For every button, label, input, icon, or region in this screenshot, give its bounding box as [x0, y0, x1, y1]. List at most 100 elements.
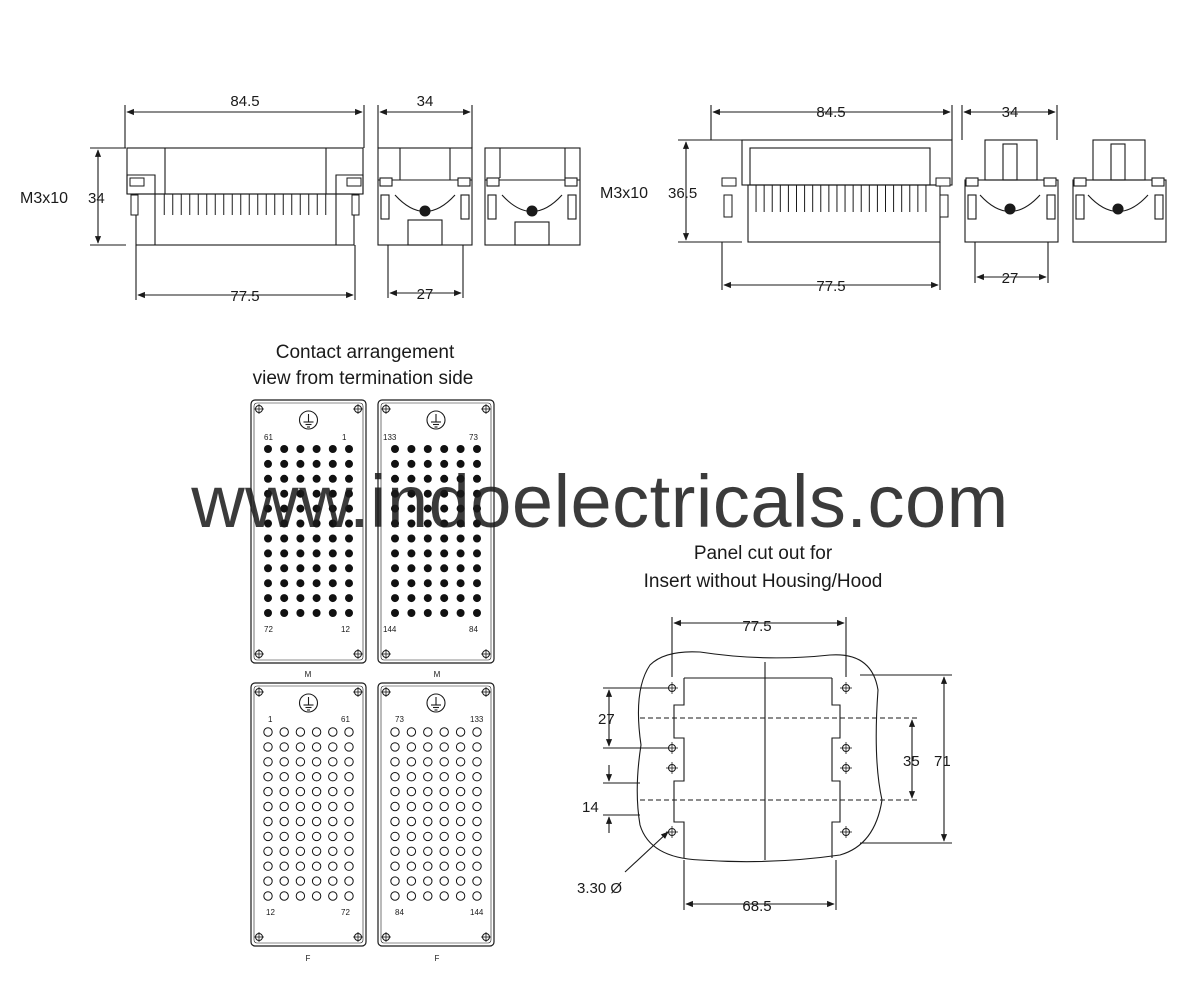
socket-contact — [263, 891, 273, 901]
pin-contact — [456, 564, 465, 573]
socket-contact — [472, 772, 482, 782]
pin-contact — [296, 579, 305, 588]
socket-contact — [279, 801, 289, 812]
earth-ground-icon — [298, 410, 319, 430]
pin-contact — [456, 534, 465, 543]
socket-contact — [263, 772, 273, 782]
pin-number: 61 — [341, 715, 350, 724]
pin-contact — [264, 459, 272, 468]
earth-ground-icon — [298, 693, 319, 713]
socket-contact — [472, 831, 482, 842]
pin-contact — [473, 549, 481, 558]
socket-contact — [295, 846, 306, 856]
socket-contact — [311, 891, 322, 901]
pin-contact — [407, 594, 416, 603]
socket-contact — [390, 801, 400, 812]
pin-contact — [328, 594, 337, 603]
socket-contact — [263, 786, 273, 797]
pin-contact — [440, 474, 449, 483]
pin-contact — [407, 504, 416, 513]
pin-contact — [345, 504, 353, 513]
pin-contact — [391, 474, 399, 483]
pin-contact — [440, 594, 449, 603]
socket-contact — [344, 772, 354, 782]
right-side-bottom-dim: 27 — [1002, 270, 1019, 287]
pin-contact — [264, 564, 272, 573]
pin-contact — [423, 474, 432, 483]
pin-contact — [440, 549, 449, 558]
pin-contact — [312, 474, 321, 483]
socket-contact — [439, 801, 449, 812]
right-screw-label: M3x10 — [600, 185, 648, 202]
left-side-top-dim: 34 — [417, 93, 434, 110]
socket-contact — [295, 772, 306, 782]
pin-contact — [296, 489, 305, 498]
socket-contact — [406, 861, 417, 871]
panel-cutout-drawing — [603, 617, 952, 910]
socket-contact — [295, 801, 306, 812]
pin-number: 144 — [383, 625, 397, 634]
pin-contact — [440, 445, 449, 453]
socket-contact — [279, 861, 289, 871]
pin-contact — [456, 549, 465, 558]
pin-contact — [345, 564, 353, 573]
socket-contact — [455, 876, 466, 886]
pin-contact — [296, 504, 305, 513]
socket-contact — [455, 786, 466, 797]
contact-title-line2: view from termination side — [253, 368, 474, 389]
left-side-view-1 — [377, 105, 473, 298]
pin-contact — [423, 459, 432, 468]
socket-contact — [439, 786, 449, 797]
pin-contact — [328, 534, 337, 543]
socket-contact — [423, 831, 433, 842]
pin-number: 133 — [383, 433, 397, 442]
male-label-left: M — [305, 670, 312, 679]
pin-contact — [440, 504, 449, 513]
pin-contact — [345, 609, 353, 617]
socket-contact — [344, 831, 354, 842]
pin-number: 1 — [268, 715, 273, 724]
pin-contact — [391, 609, 399, 617]
socket-contact — [472, 891, 482, 901]
socket-contact — [263, 876, 273, 886]
pin-contact — [473, 564, 481, 573]
socket-contact — [390, 786, 400, 797]
pin-contact — [456, 609, 465, 617]
female-insert-panel — [250, 682, 367, 947]
pin-contact — [407, 609, 416, 617]
pin-contact — [328, 549, 337, 558]
socket-contact — [328, 831, 338, 842]
pin-contact — [296, 519, 305, 528]
pin-contact — [296, 445, 305, 453]
pin-number: 12 — [266, 908, 275, 917]
socket-contact — [279, 846, 289, 856]
pin-contact — [264, 549, 272, 558]
pin-contact — [440, 564, 449, 573]
pin-contact — [345, 459, 353, 468]
socket-contact — [344, 786, 354, 797]
right-height-dim: 36.5 — [668, 185, 697, 202]
socket-contact — [295, 757, 306, 767]
socket-contact — [328, 786, 338, 797]
socket-contact — [328, 727, 338, 737]
socket-contact — [279, 786, 289, 797]
socket-contact — [439, 861, 449, 871]
earth-ground-icon — [426, 410, 446, 430]
socket-contact — [439, 876, 449, 886]
pin-contact — [328, 445, 337, 453]
socket-contact — [390, 742, 400, 752]
pin-contact — [345, 519, 353, 528]
pin-contact — [296, 459, 305, 468]
pin-contact — [391, 489, 399, 498]
socket-contact — [423, 816, 433, 827]
socket-contact — [390, 727, 400, 737]
socket-contact — [311, 772, 322, 782]
socket-contact — [439, 727, 449, 737]
socket-contact — [455, 772, 466, 782]
socket-contact — [279, 727, 289, 737]
pin-contact — [423, 609, 432, 617]
socket-contact — [390, 757, 400, 767]
pin-contact — [456, 489, 465, 498]
pin-number: 84 — [469, 625, 478, 634]
